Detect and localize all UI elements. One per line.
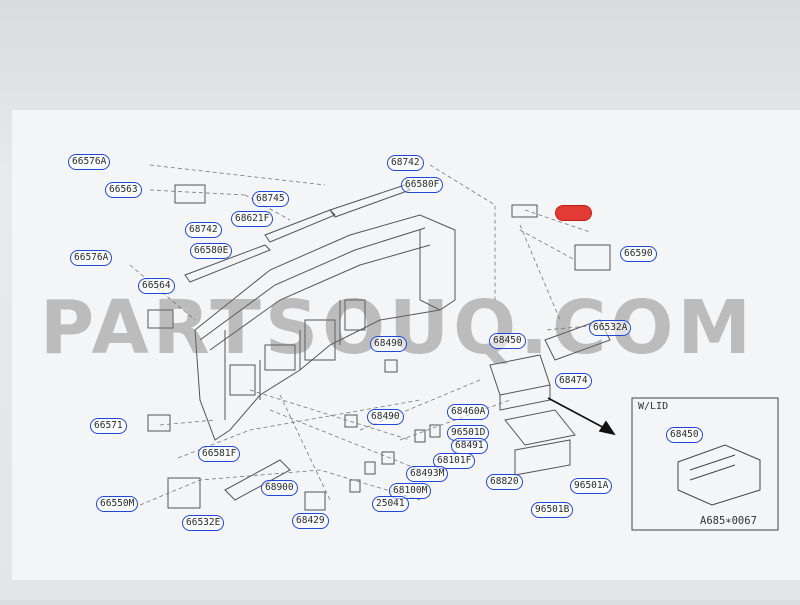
inset-label: W/LID	[638, 401, 669, 412]
callout-66576a-top[interactable]: 66576A	[68, 154, 111, 170]
callout-68491[interactable]: 68491	[451, 438, 488, 454]
callout-66581f[interactable]: 66581F	[198, 446, 241, 462]
callout-68742-left[interactable]: 68742	[185, 222, 222, 238]
callout-66580e[interactable]: 66580E	[190, 243, 233, 259]
callout-68493m[interactable]: 68493M	[406, 466, 449, 482]
callout-68460a[interactable]: 68460A	[447, 404, 490, 420]
callout-68621f[interactable]: 68621F	[231, 211, 274, 227]
callout-68474[interactable]: 68474	[555, 373, 592, 389]
callout-68490-upper[interactable]: 68490	[370, 336, 407, 352]
callout-66563[interactable]: 66563	[105, 182, 142, 198]
callout-66577-highlighted[interactable]: 66577	[555, 205, 592, 221]
callout-66571[interactable]: 66571	[90, 418, 127, 434]
callout-68450[interactable]: 68450	[489, 333, 526, 349]
figure-code: A685∗0067	[700, 515, 757, 527]
callout-68429[interactable]: 68429	[292, 513, 329, 529]
callout-66580f[interactable]: 66580F	[401, 177, 444, 193]
callout-66576a-left[interactable]: 66576A	[70, 250, 113, 266]
callout-66532e[interactable]: 66532E	[182, 515, 225, 531]
callout-68745[interactable]: 68745	[252, 191, 289, 207]
callout-66550m[interactable]: 66550M	[96, 496, 139, 512]
callout-96501b[interactable]: 96501B	[531, 502, 574, 518]
callout-68490-lower[interactable]: 68490	[367, 409, 404, 425]
callout-66590[interactable]: 66590	[620, 246, 657, 262]
callout-68820[interactable]: 68820	[486, 474, 523, 490]
callout-68101f[interactable]: 68101F	[433, 453, 476, 469]
callout-68450-inset[interactable]: 68450	[666, 427, 703, 443]
callout-66564[interactable]: 66564	[138, 278, 175, 294]
callout-25041[interactable]: 25041	[372, 496, 409, 512]
callout-68100m[interactable]: 68100M	[389, 483, 432, 499]
callout-68900[interactable]: 68900	[261, 480, 298, 496]
callout-66532a[interactable]: 66532A	[589, 320, 632, 336]
callout-68742-right[interactable]: 68742	[387, 155, 424, 171]
callout-96501a[interactable]: 96501A	[570, 478, 613, 494]
